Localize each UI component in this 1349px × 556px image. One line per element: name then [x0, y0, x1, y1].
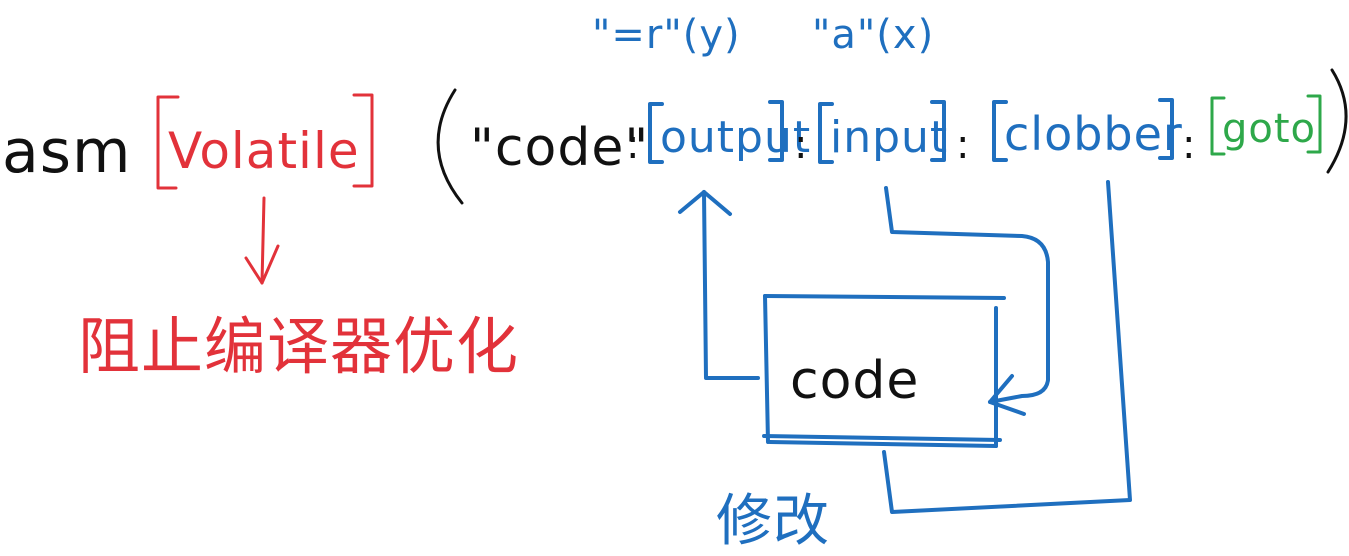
volatile-left-bracket: [156, 95, 180, 190]
input-constraint-label: "a"(x): [812, 12, 934, 58]
separator-3: :: [956, 122, 970, 168]
output-constraint-label: "=r"(y): [592, 12, 741, 58]
volatile-note: 阻止编译器优化: [78, 310, 519, 383]
open-paren: [436, 88, 464, 205]
modify-note: 修改: [716, 489, 830, 554]
input-label: input: [830, 112, 948, 163]
clobber-group: clobber: [992, 98, 1183, 162]
code-box-label: code: [790, 351, 919, 411]
input-group: input: [818, 100, 948, 164]
code-string: "code": [470, 118, 649, 178]
arrow-to-output: [678, 190, 760, 380]
arrow-from-input: [884, 186, 1050, 416]
output-group: output: [648, 100, 811, 164]
separator-2: :: [794, 122, 808, 168]
asm-keyword: asm: [2, 117, 131, 187]
code-box: code: [762, 294, 1006, 448]
volatile-label: Volatile: [168, 122, 360, 180]
separator-1: :: [626, 122, 640, 168]
close-paren: [1326, 68, 1348, 174]
goto-label: goto: [1222, 106, 1316, 152]
volatile-arrow: [244, 196, 280, 285]
separator-4: :: [1182, 122, 1196, 168]
goto-group: goto: [1210, 94, 1322, 156]
output-label: output: [660, 112, 811, 163]
clobber-connector: [882, 180, 1132, 514]
clobber-label: clobber: [1004, 107, 1183, 161]
volatile-group: Volatile: [156, 93, 374, 190]
volatile-right-bracket: [352, 93, 374, 188]
